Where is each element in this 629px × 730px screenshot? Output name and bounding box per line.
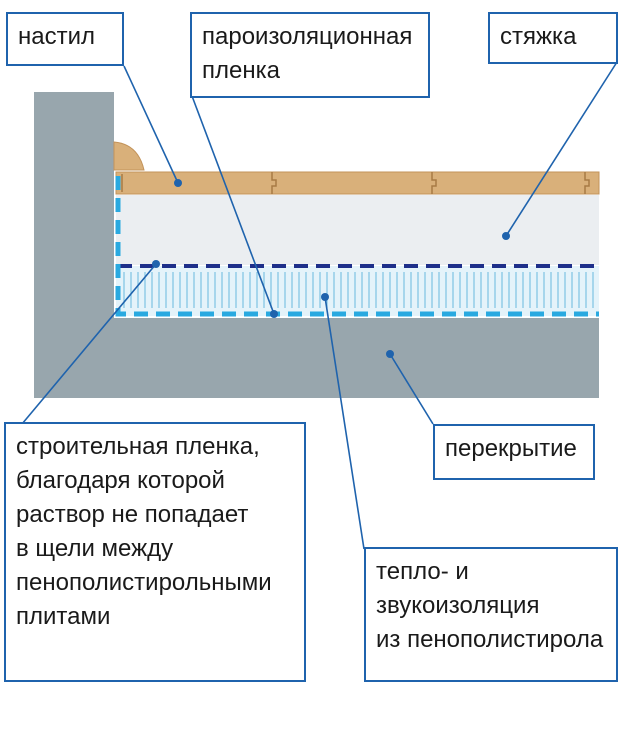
dot-insulation [321,293,329,301]
label-vapor-barrier: пароизоляционная пленка [190,12,430,98]
dot-screed [502,232,510,240]
dot-vapor-barrier [270,310,278,318]
label-construction-film-line-4: в щели между [16,535,174,562]
leader-dots [152,179,510,358]
label-construction-film-line-2: благодаря которой [16,467,225,494]
leader-vapor-barrier [191,95,275,315]
leader-slab [389,353,434,425]
leader-nastil [123,65,179,184]
label-screed: стяжка [488,12,618,64]
screed-layer [116,195,599,265]
label-construction-film-line-5: пенополистирольными [16,569,272,596]
label-insulation: тепло- и звукоизоляция из пенополистирол… [364,547,618,682]
insulation-layer [116,266,599,316]
skirting-board [113,141,145,171]
leader-insulation [324,296,365,550]
label-insulation-line-3: из пенополистирола [376,626,604,653]
label-construction-film-line-6: плитами [16,603,111,630]
floor-slab [34,318,599,398]
construction-film-line [115,176,599,317]
label-nastil: настил [6,12,124,66]
label-slab-text: перекрытие [445,435,577,462]
label-nastil-text: настил [18,23,96,50]
leader-lines [21,61,618,550]
dot-construction-film [152,260,160,268]
label-slab: перекрытие [433,424,595,480]
leader-screed [505,61,618,237]
wood-flooring [115,171,600,195]
board-joints [121,172,590,194]
label-insulation-line-2: звукоизоляция [376,592,540,619]
dot-slab [386,350,394,358]
label-construction-film-line-3: раствор не попадает [16,501,249,528]
insulation-hatching [123,272,594,308]
label-construction-film-line-1: строительная пленка, [16,433,260,460]
dot-nastil [174,179,182,187]
leader-construction-film [21,263,157,425]
label-construction-film: строительная пленка, благодаря которой р… [4,422,306,682]
label-vapor-barrier-line-1: пароизоляционная [202,23,413,50]
label-vapor-barrier-line-2: пленка [202,57,280,84]
label-screed-text: стяжка [500,23,577,50]
label-insulation-line-1: тепло- и [376,558,469,585]
